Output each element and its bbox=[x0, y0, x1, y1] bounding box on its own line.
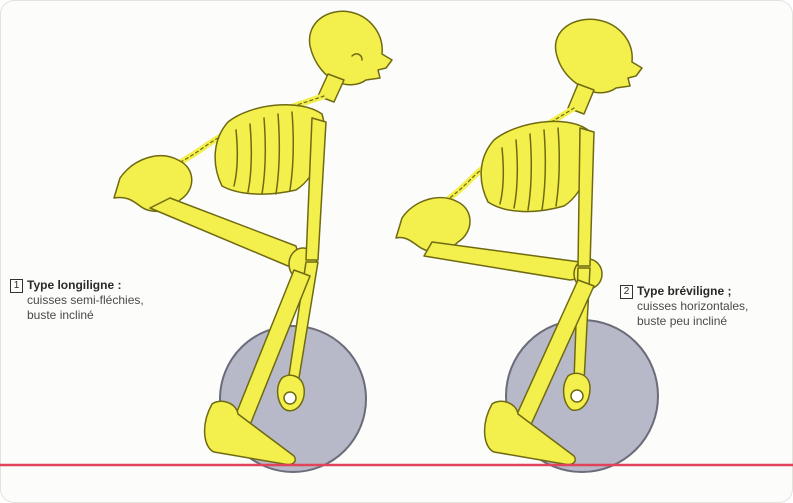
caption-line: cuisses semi-fléchies, bbox=[27, 293, 144, 308]
skeleton-breviligne bbox=[396, 19, 658, 472]
caption-type-longiligne: 1 Type longiligne : cuisses semi-fléchie… bbox=[10, 278, 144, 323]
arm-2 bbox=[578, 128, 594, 266]
bar-end-1 bbox=[284, 392, 296, 404]
rib-cage-1 bbox=[215, 105, 324, 194]
caption-heading: 1 Type longiligne : bbox=[10, 278, 144, 293]
femur-2 bbox=[424, 242, 584, 280]
skeleton-longiligne bbox=[114, 11, 392, 472]
skull-1 bbox=[310, 11, 392, 84]
caption-number: 1 bbox=[10, 279, 23, 293]
femur-1 bbox=[150, 198, 300, 266]
caption-title: Type bréviligne ; bbox=[637, 284, 731, 299]
caption-type-breviligne: 2 Type bréviligne ; cuisses horizontales… bbox=[620, 284, 748, 329]
caption-heading: 2 Type bréviligne ; bbox=[620, 284, 748, 299]
caption-line: buste incliné bbox=[27, 308, 144, 323]
caption-line: cuisses horizontales, bbox=[637, 299, 748, 314]
caption-line: buste peu incliné bbox=[637, 314, 748, 329]
caption-number: 2 bbox=[620, 285, 633, 299]
caption-title: Type longiligne : bbox=[27, 278, 121, 293]
skull-2 bbox=[556, 19, 642, 92]
rib-cage-2 bbox=[481, 121, 591, 211]
bar-end-2 bbox=[571, 390, 583, 402]
